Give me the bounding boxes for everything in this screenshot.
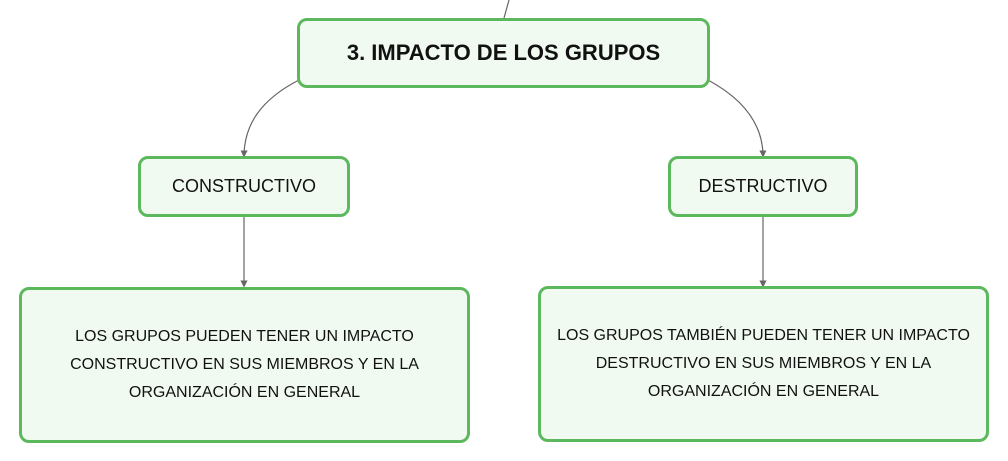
detail-line: LOS GRUPOS TAMBIÉN PUEDEN TENER UN IMPAC…: [557, 327, 970, 344]
detail-text: LOS GRUPOS PUEDEN TENER UN IMPACTO CONST…: [70, 323, 419, 407]
connector-root-to-destructivo: [707, 79, 767, 158]
detail-line: ORGANIZACIÓN EN GENERAL: [128, 384, 361, 401]
branch-label: CONSTRUCTIVO: [172, 176, 316, 196]
detail-line: LOS GRUPOS PUEDEN TENER UN IMPACTO: [75, 328, 414, 345]
detail-text: LOS GRUPOS TAMBIÉN PUEDEN TENER UN IMPAC…: [557, 322, 970, 406]
branch-label: DESTRUCTIVO: [698, 176, 828, 196]
incoming-line: [503, 0, 510, 19]
detail-line: ORGANIZACIÓN EN GENERAL: [647, 383, 880, 400]
detail-node-destructivo[interactable]: LOS GRUPOS TAMBIÉN PUEDEN TENER UN IMPAC…: [538, 286, 989, 442]
detail-line: DESTRUCTIVO EN SUS MIEMBROS Y EN LA: [595, 355, 932, 372]
connector-root-to-constructivo: [240, 79, 300, 158]
branch-node-constructivo[interactable]: CONSTRUCTIVO: [138, 156, 350, 217]
detail-line: CONSTRUCTIVO EN SUS MIEMBROS Y EN LA: [70, 356, 419, 373]
branch-node-destructivo[interactable]: DESTRUCTIVO: [668, 156, 858, 217]
root-node[interactable]: 3. IMPACTO DE LOS GRUPOS: [297, 18, 710, 88]
root-label: 3. IMPACTO DE LOS GRUPOS: [346, 40, 661, 65]
detail-node-constructivo[interactable]: LOS GRUPOS PUEDEN TENER UN IMPACTO CONST…: [19, 287, 470, 443]
